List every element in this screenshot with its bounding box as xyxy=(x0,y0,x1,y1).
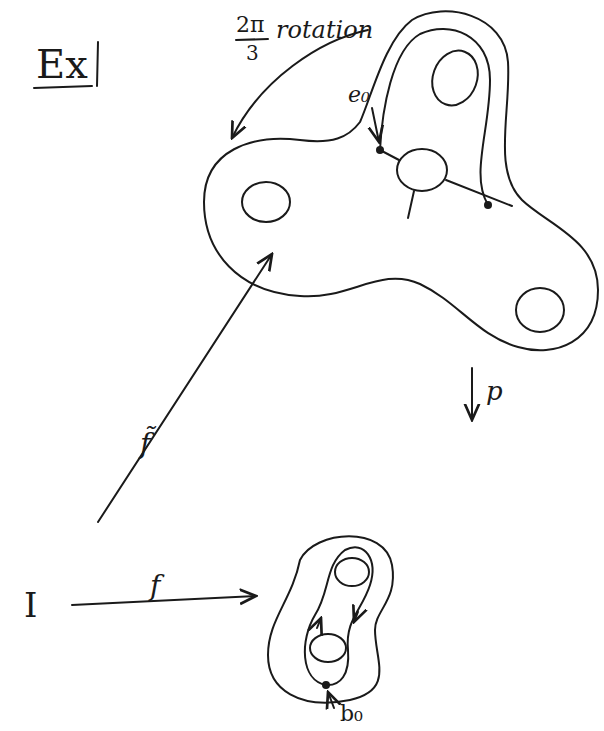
fraction-denominator: 3 xyxy=(246,43,259,63)
rotation-note: rotation xyxy=(276,18,373,42)
base-surface xyxy=(268,536,393,702)
cut-edge xyxy=(446,180,512,206)
rotation-arrow xyxy=(232,30,368,138)
loop xyxy=(305,547,373,685)
map-label: f xyxy=(150,572,160,600)
leader-line xyxy=(372,108,379,142)
example-heading: Ex xyxy=(36,44,88,84)
map-arrow xyxy=(72,596,256,605)
hole xyxy=(310,634,346,662)
fraction-bar xyxy=(236,39,268,40)
map-label: p xyxy=(486,378,503,404)
leader-line xyxy=(328,692,334,708)
basepoint-dot xyxy=(322,681,330,689)
point-label: e₀ xyxy=(348,84,370,106)
basepoint-dot xyxy=(484,201,492,209)
map-label: f̃ xyxy=(140,430,150,458)
loop-arrow xyxy=(317,618,321,628)
cut-edge xyxy=(408,191,414,218)
basepoint-dot xyxy=(376,146,384,154)
box-bar xyxy=(97,42,98,86)
interval-label: I xyxy=(24,588,37,622)
lift-loop xyxy=(380,29,490,205)
hole xyxy=(242,182,290,222)
hole xyxy=(425,44,485,112)
loop-arrow xyxy=(354,612,358,622)
underline xyxy=(34,86,92,88)
point-label: b₀ xyxy=(340,703,363,725)
cover-surface xyxy=(204,11,598,350)
projection-arrow xyxy=(471,368,473,420)
lift-arrow xyxy=(98,254,272,522)
hole xyxy=(335,558,369,586)
hole xyxy=(397,149,447,191)
hole xyxy=(516,288,564,332)
fraction-numerator: 2π xyxy=(236,14,264,36)
